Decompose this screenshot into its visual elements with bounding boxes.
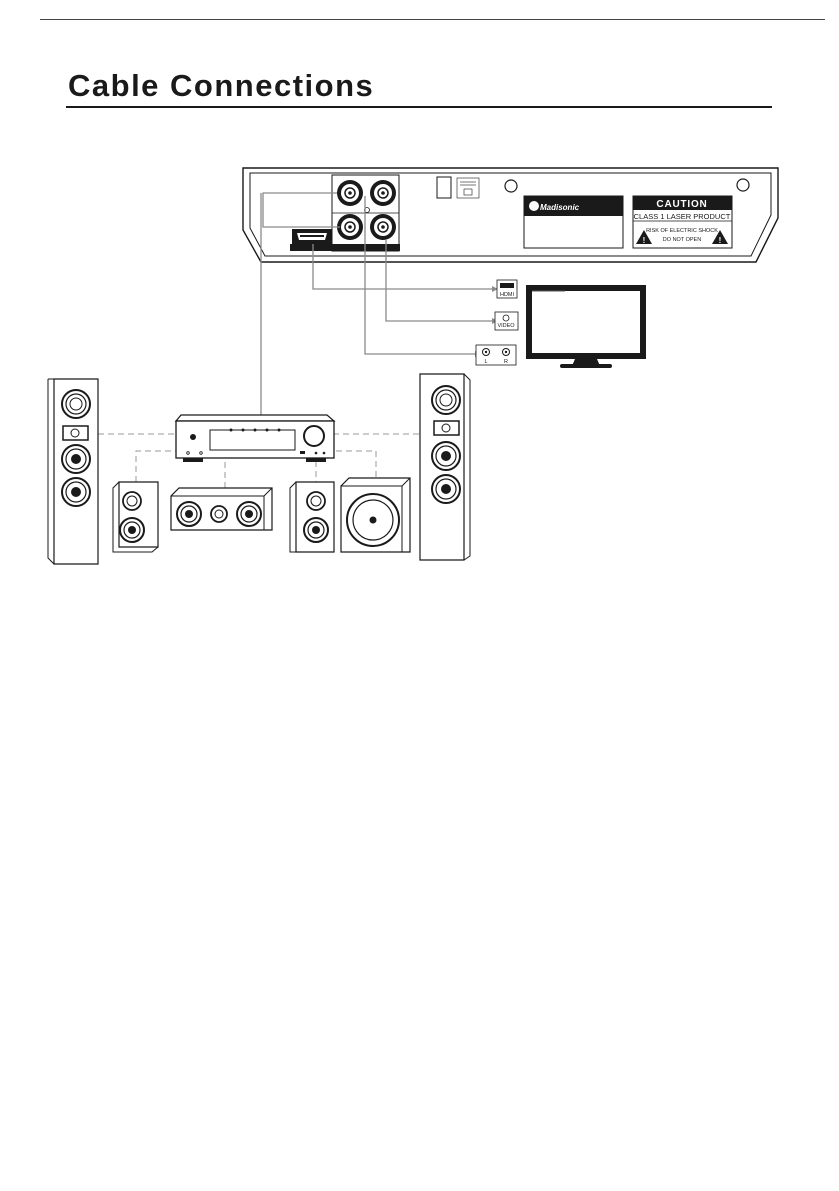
tv-base — [560, 364, 612, 368]
caution-line-1: CLASS 1 LASER PRODUCT — [634, 212, 731, 221]
brand-logo-icon — [529, 201, 539, 211]
tv-audio-right-label: R — [504, 359, 508, 365]
power-rating-label — [457, 178, 479, 198]
receiver-power-button — [190, 434, 196, 440]
tv-video-label: VIDEO — [497, 323, 515, 329]
power-cord-slot — [437, 177, 451, 198]
jack-label-strip — [290, 244, 400, 251]
brand-label: Madisonic — [524, 196, 623, 248]
coaxial-out-jack — [337, 214, 363, 240]
surround-left-speaker — [113, 482, 158, 552]
svg-text:!: ! — [719, 236, 722, 245]
audio-out-left-jack — [337, 180, 363, 206]
brand-name: Madisonic — [540, 203, 580, 212]
caution-line-2: RISK OF ELECTRIC SHOCK — [646, 228, 718, 234]
tv-audio-left-label: L — [484, 359, 487, 365]
player-rear-panel: Madisonic CAUTION CLASS 1 LASER PRODUCT … — [243, 168, 778, 262]
svg-text:!: ! — [643, 236, 646, 245]
television — [526, 285, 646, 368]
tv-hdmi-label: HDMI — [500, 292, 515, 298]
tv-video-input: VIDEO — [495, 312, 518, 330]
tv-audio-input: L R — [476, 345, 516, 365]
caution-heading: CAUTION — [656, 199, 707, 210]
receiver-volume-knob — [304, 426, 324, 446]
tv-screen — [532, 291, 640, 353]
receiver-top — [176, 415, 334, 421]
caution-line-3: DO NOT OPEN — [663, 237, 701, 243]
video-out-jack — [370, 214, 396, 240]
receiver-foot-right — [306, 458, 326, 462]
surround-right-speaker — [290, 482, 334, 552]
subwoofer — [341, 478, 410, 552]
hdmi-out-port — [292, 229, 332, 244]
av-receiver — [176, 415, 334, 462]
front-left-speaker — [48, 379, 98, 564]
caution-label: CAUTION CLASS 1 LASER PRODUCT RISK OF EL… — [633, 196, 732, 248]
center-speaker — [171, 488, 272, 530]
tv-hdmi-input: HDMI — [497, 280, 517, 298]
audio-out-right-jack — [370, 180, 396, 206]
receiver-foot-left — [183, 458, 203, 462]
front-right-speaker — [420, 374, 470, 560]
